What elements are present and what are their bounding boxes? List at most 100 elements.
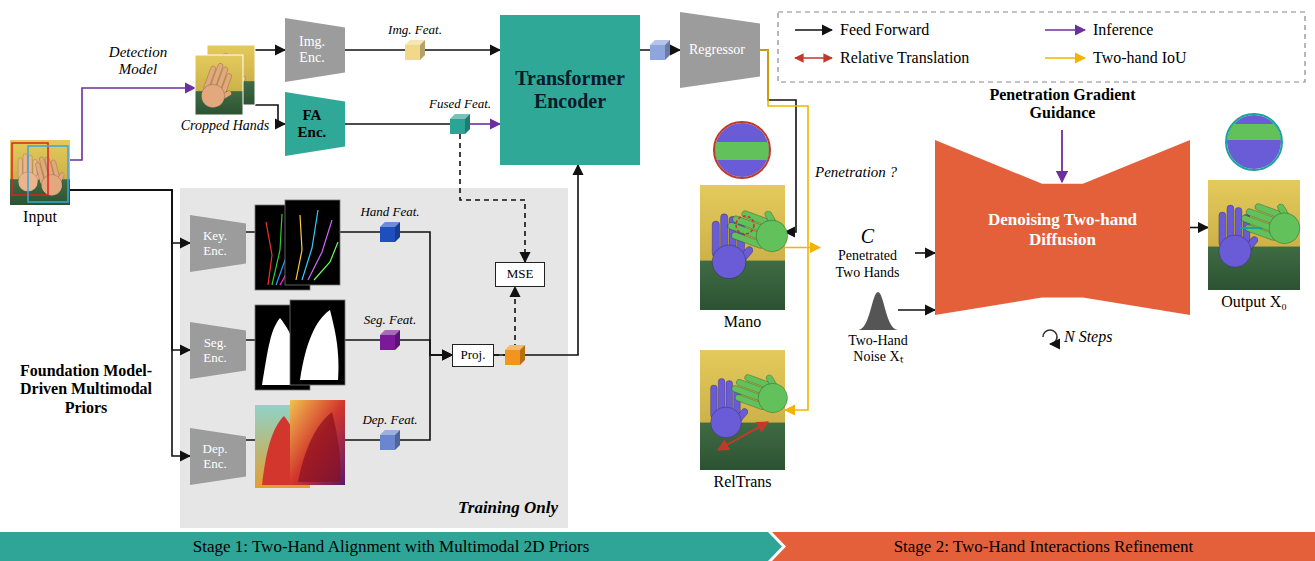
feature-cube: Img. Feat. <box>405 40 425 60</box>
node-text: Output X₀ <box>1204 293 1304 311</box>
connector <box>400 232 452 355</box>
segmentation-encoder: Seg. Enc. <box>190 322 246 379</box>
connector <box>70 190 190 456</box>
node-text: Key. Enc. <box>194 229 236 259</box>
transformer-encoder: Transformer Encoder <box>500 15 640 165</box>
node-text: FA Enc. <box>289 107 335 142</box>
input-photo <box>10 140 70 205</box>
stage-band-outline <box>772 532 1315 561</box>
connector <box>898 309 935 311</box>
node-text: Img. Feat. <box>375 23 455 38</box>
node-text: Regressor <box>689 42 745 58</box>
depth-encoder-outline <box>190 428 246 485</box>
noise-distribution: Two-Hand Noise Xₜ <box>858 290 898 330</box>
fa-encoder-outline <box>285 92 345 156</box>
training-panel-fill <box>180 188 568 528</box>
cropped-hand-photos <box>195 45 255 115</box>
regressor-outline <box>680 12 760 88</box>
cropped-hands-image: Cropped Hands <box>195 45 255 115</box>
node-text: Hand Feat. <box>350 205 430 220</box>
arrow-label-holder: Detection Model <box>88 44 188 79</box>
keypoint-encoder-outline <box>190 215 246 272</box>
legend-entry: Relative Translation <box>840 49 969 67</box>
projection-box: Proj. <box>452 344 494 367</box>
arrow-label: Detection Model <box>88 44 188 79</box>
connector <box>494 165 578 355</box>
node-text: Stage 2: Two-Hand Interactions Refinemen… <box>894 537 1194 557</box>
connector <box>255 49 285 51</box>
node-text: Seg. Feat. <box>350 313 430 328</box>
connector <box>400 355 452 440</box>
connector <box>345 123 450 125</box>
regressor: Regressor <box>680 12 760 88</box>
node-text: Cropped Hands <box>170 118 280 134</box>
stage-band-outline <box>0 532 782 561</box>
guidance-label: Penetration Gradient Guidance <box>985 86 1140 123</box>
mano-render: Mano <box>700 185 785 310</box>
diffusion-model-outline <box>935 140 1190 315</box>
node-text: Denoising Two-hand Diffusion <box>978 210 1148 249</box>
legend-entry: Feed Forward <box>840 21 929 39</box>
image-encoder: Img. Enc. <box>285 18 345 82</box>
connector <box>470 123 500 125</box>
group-label: Foundation Model-Driven Multimodal Prior… <box>6 362 166 417</box>
training-only-panel: Training Only Key. Enc. Hand Feat. Seg. Enc… <box>180 188 568 528</box>
node-text: Mano <box>698 313 788 331</box>
legend-text: Feed Forward <box>840 21 929 38</box>
diffusion-model: Denoising Two-hand Diffusion <box>935 140 1190 315</box>
connector <box>785 247 820 249</box>
cycle-icon <box>1043 330 1057 344</box>
mano-render <box>700 122 795 310</box>
connector <box>70 88 195 160</box>
reltrans-render <box>700 350 794 470</box>
check-label: Penetration ? <box>815 164 915 181</box>
legend-text: Two-hand IoU <box>1093 49 1187 66</box>
depth-encoder: Dep. Enc. <box>190 428 246 485</box>
guidance-label-holder: Penetration Gradient Guidance <box>985 86 1140 123</box>
node-text: Dep. Feat. <box>350 413 430 428</box>
connector <box>494 287 515 355</box>
feature-cube: Hand Feat. <box>380 222 400 242</box>
penetrated-hands-node: CPenetrated Two Hands <box>820 222 915 284</box>
legend-text: Relative Translation <box>840 49 969 66</box>
connector <box>915 252 935 254</box>
node-text: MSE <box>507 267 534 282</box>
reltrans-render: RelTrans <box>700 350 785 470</box>
legend-text: Inference <box>1093 21 1153 38</box>
node-text: Transformer Encoder <box>508 67 632 113</box>
segmentation-masks <box>255 300 345 390</box>
image-encoder-outline <box>285 18 345 82</box>
legend-entry: Inference <box>1093 21 1153 39</box>
feature-cube: Dep. Feat. <box>380 430 400 450</box>
steps-label: N Steps <box>1064 328 1134 346</box>
node-text: Proj. <box>461 348 486 363</box>
keypoint-maps <box>255 200 340 290</box>
check-label-holder: Penetration ? <box>815 164 915 181</box>
node-text: Input <box>0 208 80 226</box>
output-render: Output X₀ <box>1208 180 1300 290</box>
steps-label-holder: N Steps <box>1064 328 1134 346</box>
connector <box>345 49 405 51</box>
input-image: Input <box>10 140 70 205</box>
output-render <box>1208 114 1307 290</box>
node-text: Two-Hand Noise Xₜ <box>842 333 914 365</box>
node-text: Img. Enc. <box>289 34 335 66</box>
node-text: Stage 1: Two-Hand Alignment with Multimo… <box>193 537 590 557</box>
stage-band: Stage 1: Two-Hand Alignment with Multimo… <box>0 532 782 561</box>
node-text: Dep. Enc. <box>194 442 236 472</box>
stage-band: Stage 2: Two-Hand Interactions Refinemen… <box>772 532 1315 561</box>
feature-cube: Fused Feat. <box>450 114 470 134</box>
mse-box: MSE <box>495 262 545 287</box>
connector <box>1190 227 1208 229</box>
keypoint-encoder: Key. Enc. <box>190 215 246 272</box>
node-text: Fused Feat. <box>420 97 500 112</box>
node-text: Penetrated Two Hands <box>829 248 907 280</box>
node-text: Training Only <box>180 498 568 518</box>
guidance-arrow <box>1062 130 1063 182</box>
connector <box>400 340 452 355</box>
connector <box>425 49 500 51</box>
node-text: Seg. Enc. <box>194 336 236 366</box>
node-text: C <box>861 225 874 248</box>
node-text: RelTrans <box>698 473 788 491</box>
